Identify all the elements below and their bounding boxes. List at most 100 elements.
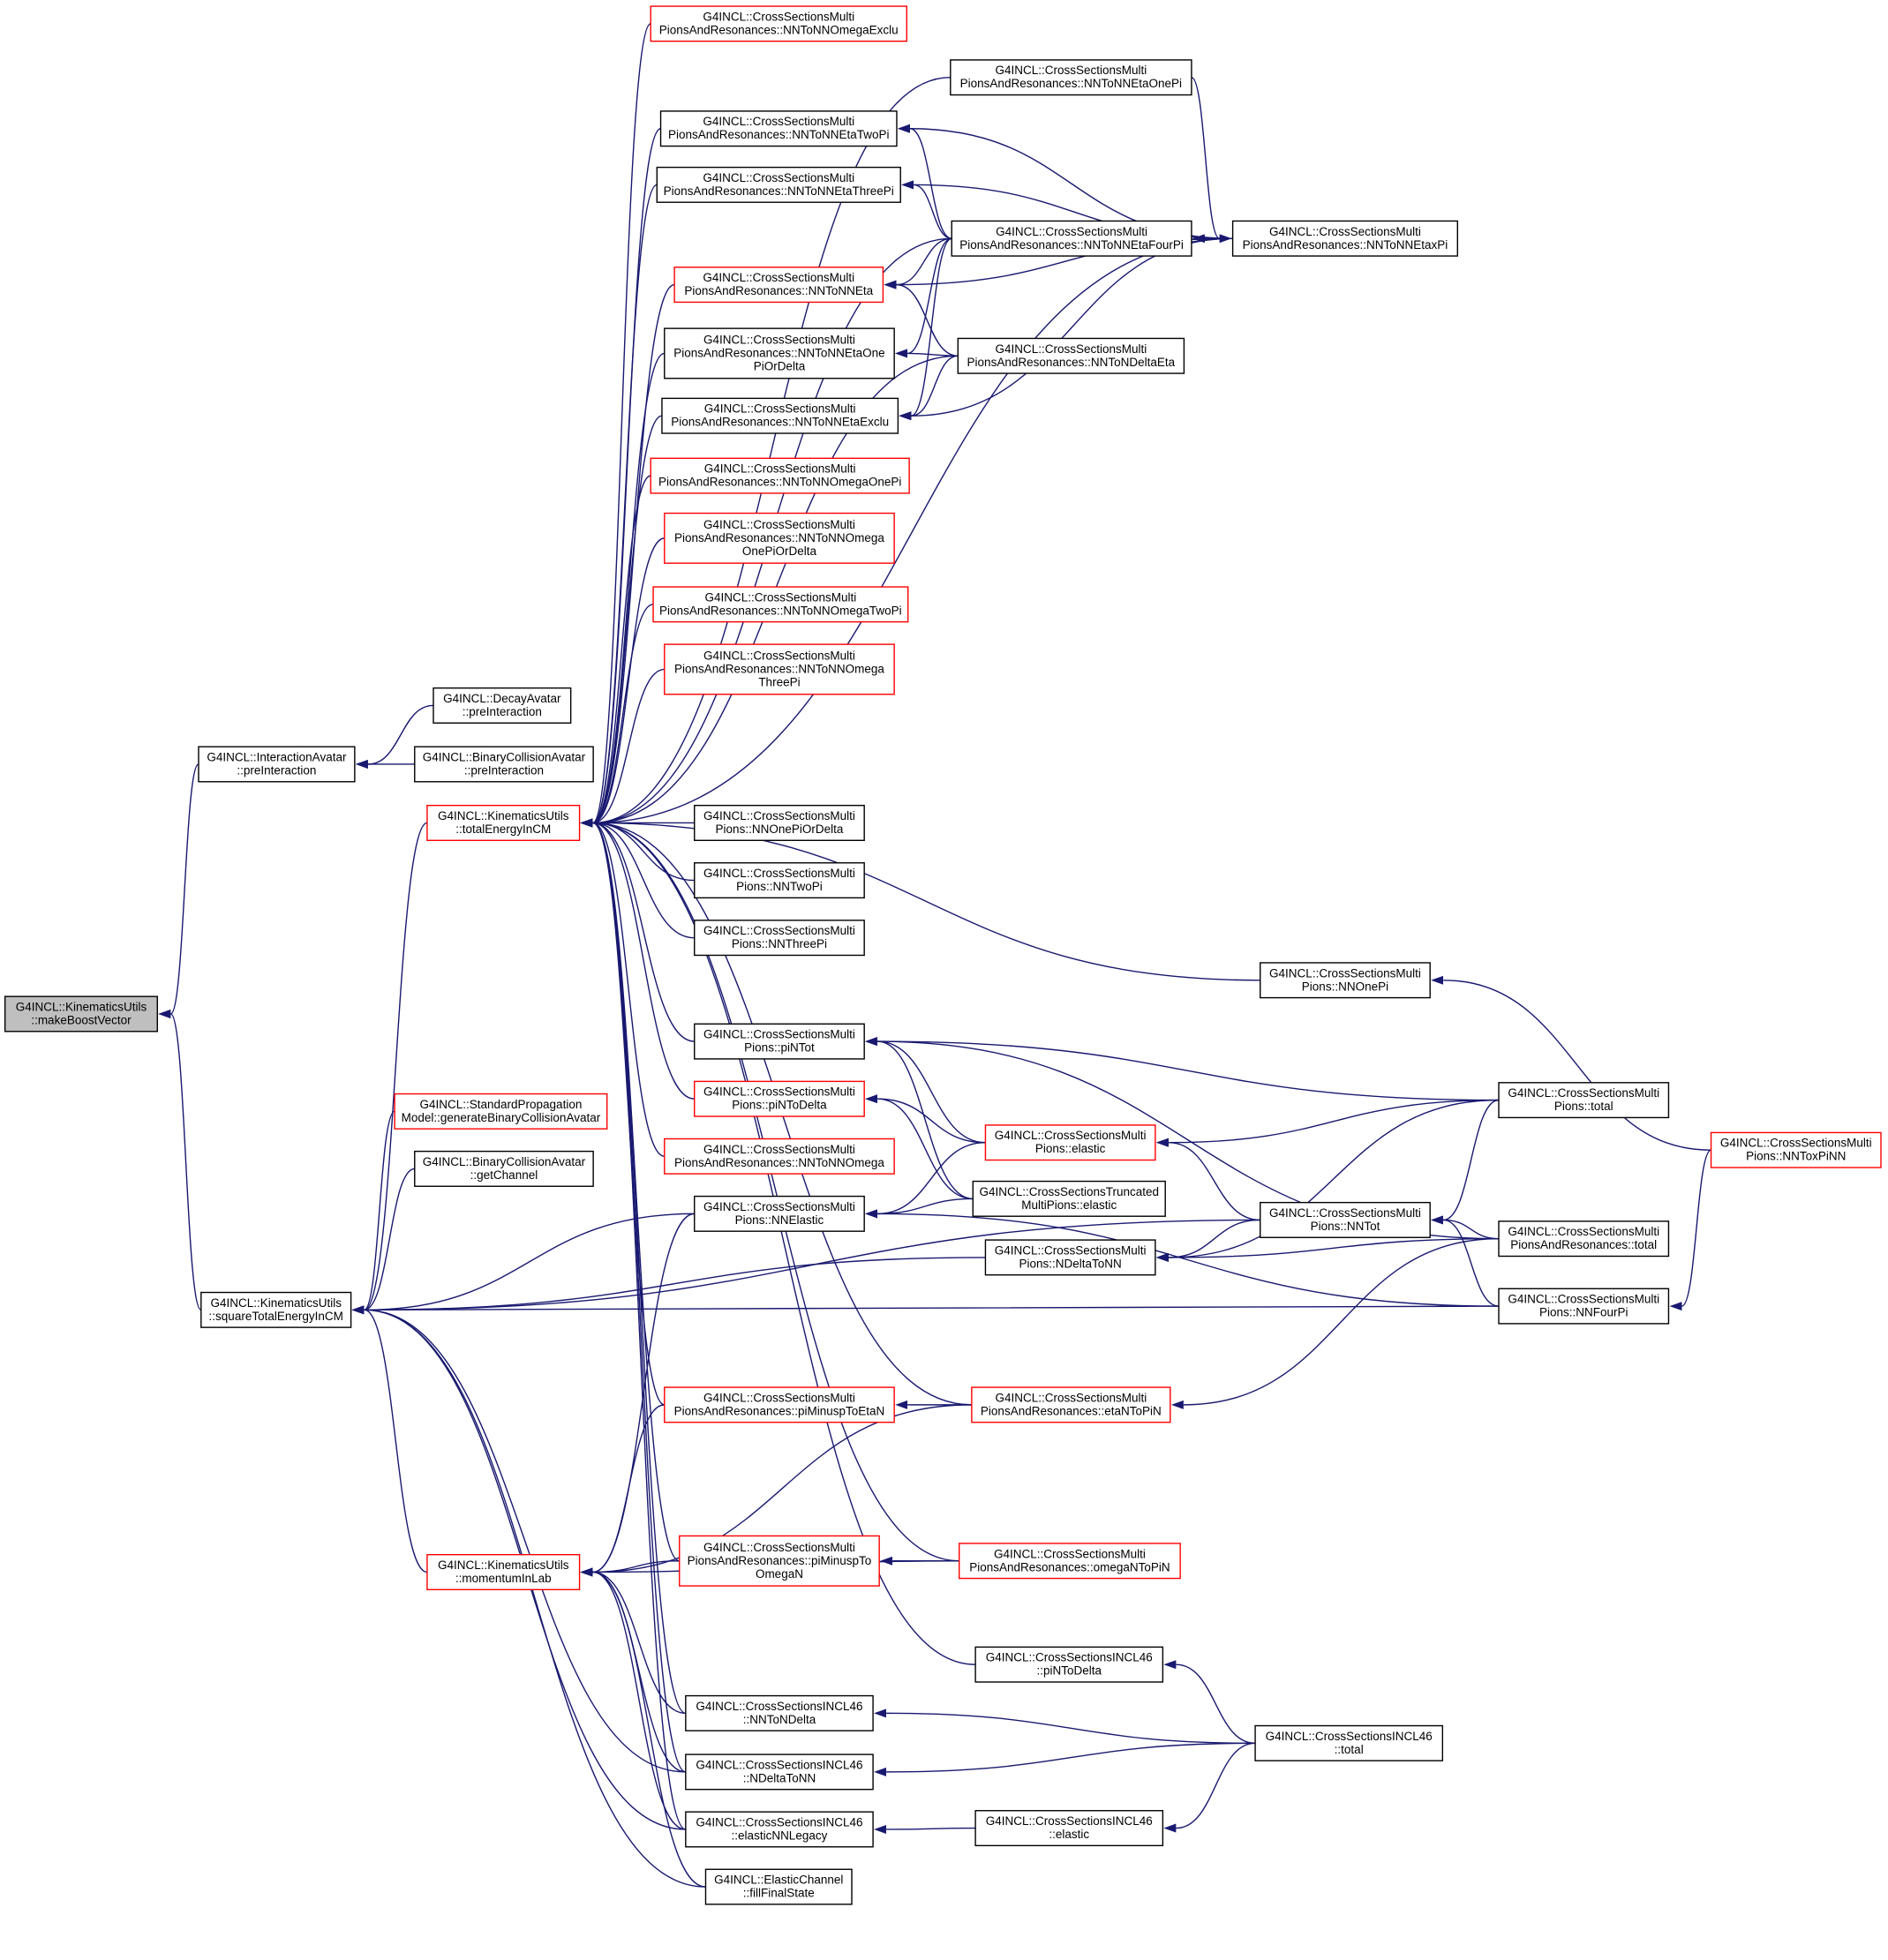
node-label-line: G4INCL::CrossSectionsMulti — [995, 1391, 1147, 1404]
node-omegaThreePi[interactable]: G4INCL::CrossSectionsMultiPionsAndResona… — [664, 643, 895, 695]
node-ia_pre[interactable]: G4INCL::InteractionAvatar::preInteractio… — [198, 746, 356, 783]
node-etaThreePi[interactable]: G4INCL::CrossSectionsMultiPionsAndResona… — [656, 166, 901, 203]
node-label-line: PionsAndResonances::omegaNToPiN — [969, 1560, 1170, 1573]
node-label-line: G4INCL::CrossSectionsMulti — [703, 1143, 855, 1156]
node-box — [1260, 962, 1431, 999]
node-piMinuspToEtaN[interactable]: G4INCL::CrossSectionsMultiPionsAndResona… — [664, 1386, 895, 1423]
node-label-line: OnePiOrDelta — [742, 544, 817, 558]
node-i46_total[interactable]: G4INCL::CrossSectionsINCL46::total — [1254, 1724, 1444, 1761]
node-nnOnePiOrDelta[interactable]: G4INCL::CrossSectionsMultiPions::NNOnePi… — [694, 804, 865, 841]
node-i46_elasticNNLegacy[interactable]: G4INCL::CrossSectionsINCL46::elasticNNLe… — [685, 1811, 874, 1848]
call-edge — [884, 237, 952, 289]
call-edge — [158, 763, 199, 1018]
node-nnThreePi[interactable]: G4INCL::CrossSectionsMultiPions::NNThree… — [694, 920, 865, 957]
node-etaOnePi[interactable]: G4INCL::CrossSectionsMultiPionsAndResona… — [950, 59, 1192, 96]
node-mom[interactable]: G4INCL::KinematicsUtils::momentumInLab — [426, 1553, 581, 1590]
node-decay_pre[interactable]: G4INCL::DecayAvatar::preInteraction — [433, 687, 572, 724]
node-nnElastic[interactable]: G4INCL::CrossSectionsMultiPions::NNElast… — [694, 1195, 865, 1232]
node-box — [685, 1753, 874, 1791]
node-label-line: G4INCL::CrossSectionsMulti — [1508, 1225, 1659, 1238]
node-label-line: PionsAndResonances::NNToNNOmegaTwoPi — [659, 604, 902, 617]
node-label-line: G4INCL::CrossSectionsMulti — [1269, 225, 1421, 238]
node-label-line: Pions::total — [1554, 1100, 1613, 1113]
call-edge — [580, 818, 665, 1157]
node-label-line: G4INCL::CrossSectionsMulti — [1269, 966, 1421, 980]
node-box — [664, 1138, 895, 1175]
node-i46_nnToNDelta[interactable]: G4INCL::CrossSectionsINCL46::NNToNDelta — [685, 1694, 874, 1731]
node-label-line: G4INCL::KinematicsUtils — [438, 1558, 569, 1572]
node-nDeltaToNN[interactable]: G4INCL::CrossSectionsMultiPions::NDeltaT… — [984, 1239, 1156, 1276]
node-label-line: G4INCL::CrossSectionsMulti — [704, 402, 856, 416]
node-box — [426, 1553, 581, 1590]
node-box — [984, 1124, 1156, 1161]
node-etaFourPi[interactable]: G4INCL::CrossSectionsMultiPionsAndResona… — [951, 220, 1192, 257]
node-etaxPi[interactable]: G4INCL::CrossSectionsMultiPionsAndResona… — [1231, 220, 1459, 257]
node-etaNToPiN[interactable]: G4INCL::CrossSectionsMultiPionsAndResona… — [971, 1386, 1171, 1423]
node-truncElastic[interactable]: G4INCL::CrossSectionsTruncatedMultiPions… — [972, 1180, 1166, 1217]
node-etaOnePiOrDelta[interactable]: G4INCL::CrossSectionsMultiPionsAndResona… — [664, 327, 895, 379]
call-edge — [351, 1305, 1500, 1315]
node-label-line: G4INCL::CrossSectionsMulti — [703, 867, 855, 880]
node-spm[interactable]: G4INCL::StandardPropagationModel::genera… — [394, 1093, 608, 1130]
call-edge — [351, 1219, 1260, 1315]
node-nnEta[interactable]: G4INCL::CrossSectionsMultiPionsAndResona… — [673, 267, 884, 304]
call-edge — [865, 1142, 986, 1219]
node-elasticChannel[interactable]: G4INCL::ElasticChannel::fillFinalState — [704, 1868, 853, 1905]
node-piNToDelta[interactable]: G4INCL::CrossSectionsMultiPions::piNToDe… — [694, 1080, 865, 1117]
call-edge — [580, 23, 651, 828]
node-omegaOnePi[interactable]: G4INCL::CrossSectionsMultiPionsAndResona… — [650, 457, 910, 494]
node-nDeltaEta[interactable]: G4INCL::CrossSectionsMultiPionsAndResona… — [957, 337, 1185, 374]
node-bca_pre[interactable]: G4INCL::BinaryCollisionAvatar::preIntera… — [414, 746, 594, 783]
node-tot[interactable]: G4INCL::KinematicsUtils::totalEnergyInCM — [426, 804, 581, 841]
node-label-line: PionsAndResonances::NNToNDeltaEta — [967, 356, 1176, 369]
node-label-line: G4INCL::KinematicsUtils — [210, 1296, 342, 1310]
node-label-line: ::momentumInLab — [455, 1572, 552, 1585]
node-box — [685, 1694, 874, 1731]
node-label-line: G4INCL::CrossSectionsMulti — [703, 924, 855, 937]
node-i46_elastic[interactable]: G4INCL::CrossSectionsINCL46::elastic — [974, 1810, 1164, 1847]
node-label-line: G4INCL::CrossSectionsMulti — [704, 462, 856, 476]
node-label-line: PionsAndResonances::etaNToPiN — [981, 1404, 1162, 1417]
node-label-line: ::total — [1335, 1743, 1364, 1756]
node-i46_nDeltaToNN[interactable]: G4INCL::CrossSectionsINCL46::NDeltaToNN — [685, 1753, 874, 1791]
node-nnOmega[interactable]: G4INCL::CrossSectionsMultiPionsAndResona… — [664, 1138, 895, 1175]
node-label-line: PionsAndResonances::piMinuspTo — [688, 1554, 872, 1567]
node-i46_piNToDelta[interactable]: G4INCL::CrossSectionsINCL46::piNToDelta — [974, 1646, 1164, 1683]
node-make[interactable]: G4INCL::KinematicsUtils::makeBoostVector — [4, 995, 158, 1033]
node-piMinuspToOmegaN[interactable]: G4INCL::CrossSectionsMultiPionsAndResona… — [679, 1535, 880, 1587]
node-sqr[interactable]: G4INCL::KinematicsUtils::squareTotalEner… — [200, 1291, 352, 1328]
node-label-line: G4INCL::CrossSectionsMulti — [995, 1129, 1147, 1142]
call-edge — [874, 1708, 1256, 1745]
node-label-line: ::totalEnergyInCM — [455, 822, 551, 836]
node-box — [694, 1023, 865, 1060]
call-edge — [580, 818, 976, 1665]
node-label-line: ::preInteraction — [237, 763, 316, 777]
call-edge — [351, 1257, 986, 1315]
node-label-line: G4INCL::CrossSectionsMulti — [703, 171, 854, 184]
node-nnFourPi[interactable]: G4INCL::CrossSectionsMultiPions::NNFourP… — [1498, 1288, 1670, 1325]
node-label-line: ::getChannel — [470, 1168, 538, 1182]
node-box — [974, 1810, 1164, 1847]
node-etaExclu[interactable]: G4INCL::CrossSectionsMultiPionsAndResona… — [661, 397, 899, 434]
node-box — [394, 1093, 608, 1130]
node-bca_gc[interactable]: G4INCL::BinaryCollisionAvatar::getChanne… — [414, 1150, 594, 1187]
node-etaTwoPi[interactable]: G4INCL::CrossSectionsMultiPionsAndResona… — [659, 110, 898, 147]
node-mprTotal[interactable]: G4INCL::CrossSectionsMultiPionsAndResona… — [1498, 1220, 1670, 1258]
node-omegaTwoPi[interactable]: G4INCL::CrossSectionsMultiPionsAndResona… — [652, 586, 909, 623]
node-omegaExclu[interactable]: G4INCL::CrossSectionsMultiPionsAndResona… — [650, 5, 907, 42]
node-label-line: PionsAndResonances::NNToNNEta — [684, 284, 873, 297]
node-box — [198, 746, 356, 783]
call-edge — [895, 349, 959, 358]
node-nnToxPiNN[interactable]: G4INCL::CrossSectionsMultiPions::NNToxPi… — [1710, 1131, 1882, 1168]
node-label-line: PionsAndResonances::NNToNNEtaExclu — [671, 416, 889, 429]
node-omegaNToPiN[interactable]: G4INCL::CrossSectionsMultiPionsAndResona… — [959, 1543, 1181, 1580]
call-edge — [580, 415, 663, 828]
node-omegaOnePiOrDelta[interactable]: G4INCL::CrossSectionsMultiPionsAndResona… — [664, 512, 895, 564]
node-label-line: Pions::NNTwoPi — [736, 880, 823, 893]
